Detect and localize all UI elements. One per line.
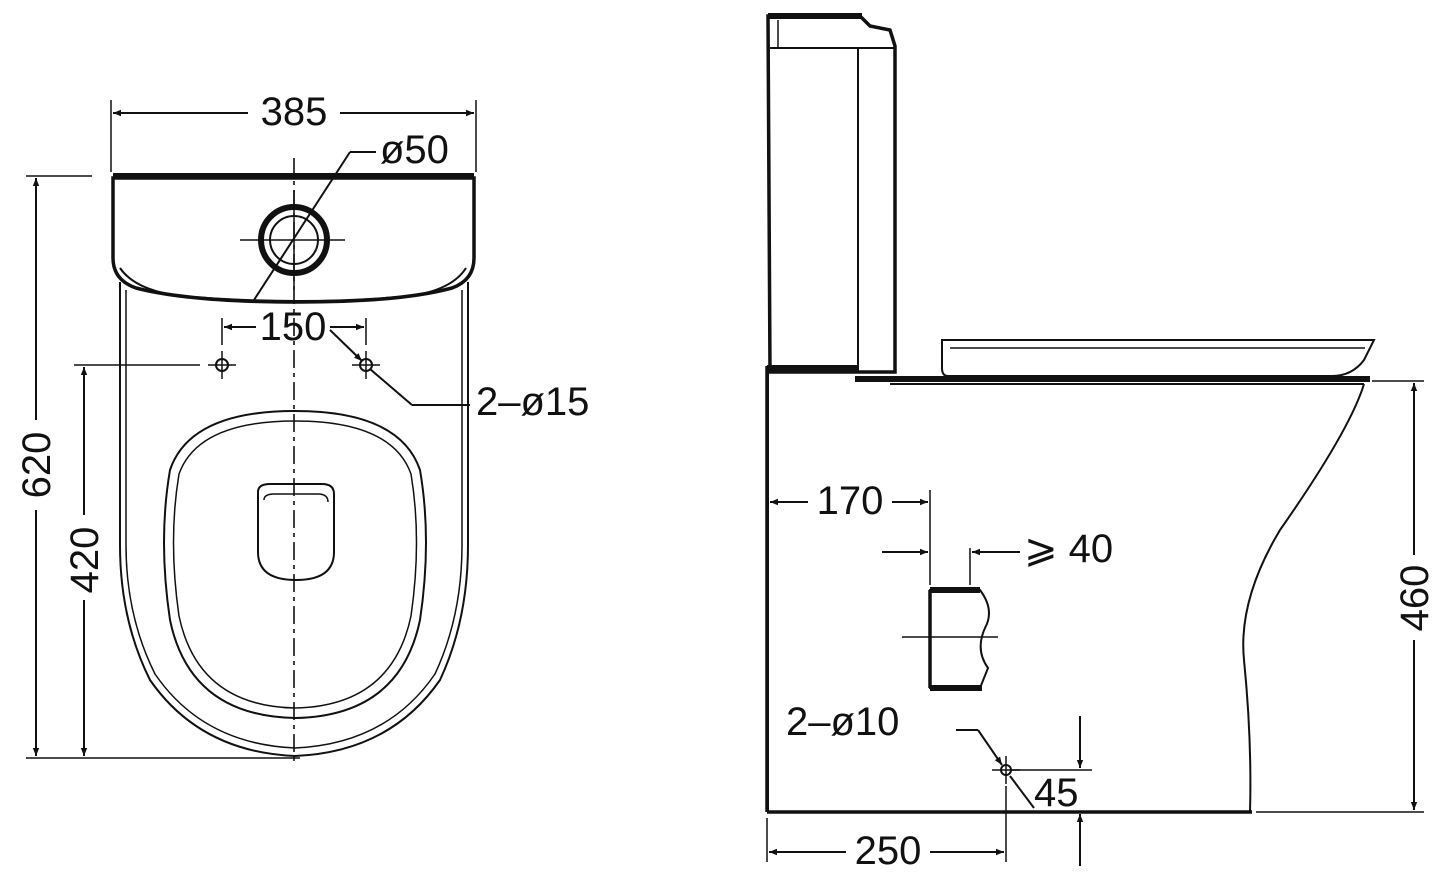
cistern-side [766,13,897,374]
bowl-outline [119,282,469,758]
dim-170-label: 170 [817,479,884,523]
fixing-hole-right [352,351,380,379]
dim-o50-label: ø50 [380,128,449,172]
cistern-inner-line [119,267,467,302]
seat-rim-inner [172,420,418,709]
dim-2-o15-label: 2–ø15 [476,380,589,424]
dim-620: 620 [15,175,300,759]
dim-150-label: 150 [260,305,327,349]
pan-body-side [767,366,1365,813]
dim-420-label: 420 [63,527,107,594]
dim-170: 170 [770,479,931,585]
dim-45-label: 45 [1034,771,1079,815]
dim-ge40: ⩾ 40 [882,527,1113,585]
dim-2-o10-label: 2–ø10 [786,700,899,744]
dim-385: 385 [110,90,477,172]
dim-460: 460 [1256,380,1437,813]
dim-2-o10: 2–ø10 [786,700,1035,809]
seat-lid-side [855,339,1376,385]
bowl-opening [257,483,335,582]
dim-250-label: 250 [855,829,922,873]
water-inlet [902,587,998,691]
dim-385-label: 385 [261,90,328,134]
cistern-top-outline [111,176,476,304]
top-view: 385 ø50 150 2–ø15 620 [15,90,589,762]
dim-420: 420 [63,364,200,756]
side-view: 170 ⩾ 40 460 2–ø10 [765,13,1437,873]
bowl-opening-inner [263,493,329,503]
seat-rim-outer [163,409,427,720]
dim-250: 250 [766,786,1007,873]
bowl-outline-inner [125,290,463,749]
dim-460-label: 460 [1393,565,1437,632]
dim-150: 150 [221,305,367,349]
dim-620-label: 620 [15,432,59,499]
dim-ge40-label: ⩾ 40 [1024,527,1113,571]
dim-2-o15: 2–ø15 [329,329,589,424]
dim-45: 45 [1012,716,1092,866]
fixing-hole-left [208,351,236,379]
dim-o50: ø50 [253,128,449,301]
